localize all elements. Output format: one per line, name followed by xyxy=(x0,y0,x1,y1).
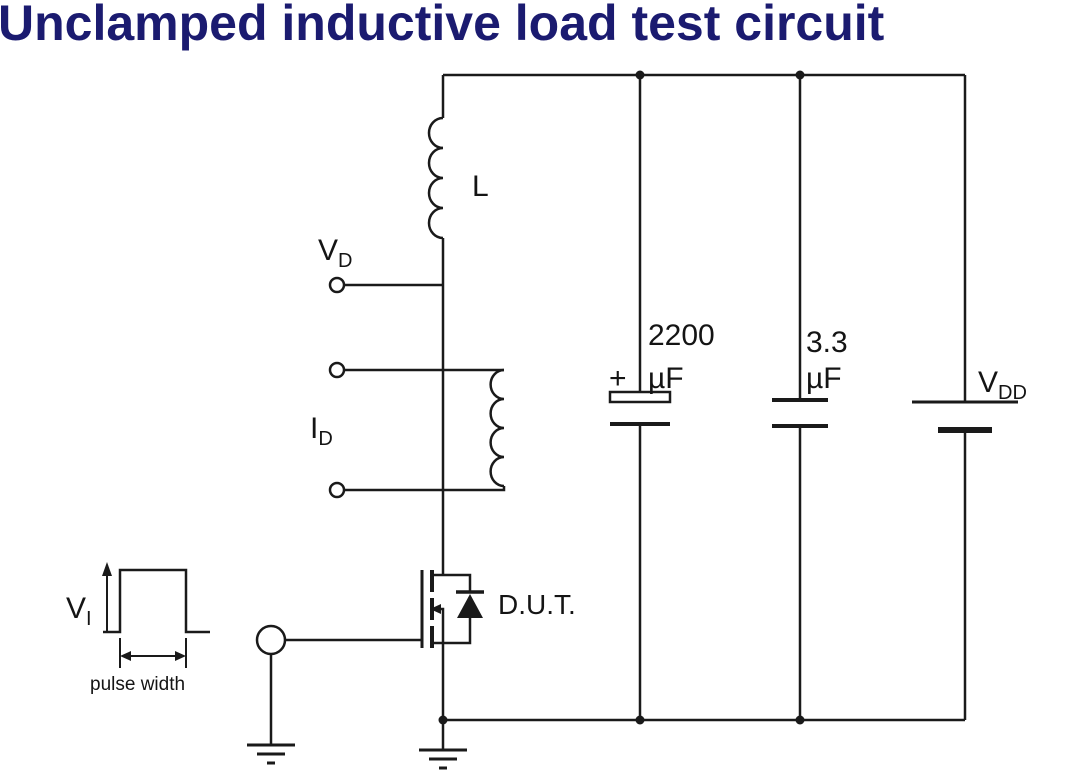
junction-dots xyxy=(438,70,805,725)
inductor-coil xyxy=(427,116,444,240)
body-diode-leads xyxy=(443,573,472,645)
cap1-unit-label: µF xyxy=(648,362,684,395)
junction-dot xyxy=(795,715,805,725)
cap-3p3uf-symbol xyxy=(772,398,828,428)
pulse-amplitude-arrowhead-icon xyxy=(102,562,112,576)
id-sense-wires xyxy=(344,368,506,492)
cap-2200uf-symbol xyxy=(608,390,672,426)
pulse-width-label: pulse width xyxy=(90,674,185,695)
pulse-gen-ground-icon xyxy=(247,743,295,765)
id-terminal-bottom-icon xyxy=(328,481,346,499)
cap1-plus-label: + xyxy=(609,362,627,395)
terminals xyxy=(255,276,346,656)
inductor-label: L xyxy=(472,170,489,203)
cap1-value-label: 2200 xyxy=(648,319,715,352)
junction-dot xyxy=(795,70,805,80)
pulse-width-right-arrowhead-icon xyxy=(175,651,186,661)
dut-label: D.U.T. xyxy=(498,589,576,620)
id-label: ID xyxy=(310,412,333,450)
vd-label: VD xyxy=(318,234,352,272)
page-title: Unclamped inductive load test circuit xyxy=(0,0,885,51)
mosfet-symbol xyxy=(420,570,484,648)
sense-coil xyxy=(489,368,505,488)
vi-waveform xyxy=(102,562,210,668)
vdd-label: VDD xyxy=(978,366,1027,404)
id-terminal-top-icon xyxy=(328,361,346,379)
pulse-width-markers xyxy=(119,638,187,668)
pulse-generator-icon xyxy=(255,624,287,656)
body-diode-triangle-icon xyxy=(457,594,483,618)
vi-label: VI xyxy=(66,592,92,630)
dut-ground-icon xyxy=(419,748,467,770)
cap2-value-label: 3.3 xyxy=(806,326,848,359)
mosfet-body-arrow-icon xyxy=(430,604,441,614)
grounds xyxy=(247,743,467,770)
pulse-width-left-arrowhead-icon xyxy=(120,651,131,661)
wires xyxy=(269,73,967,750)
junction-dot xyxy=(438,715,448,725)
junction-dot xyxy=(635,70,645,80)
junction-dot xyxy=(635,715,645,725)
pulse-shape xyxy=(103,568,210,634)
cap1-positive-plate xyxy=(608,390,672,404)
battery-vdd-symbol xyxy=(912,400,1018,433)
vd-terminal-icon xyxy=(328,276,346,294)
cap2-unit-label: µF xyxy=(806,362,842,395)
body-diode xyxy=(443,573,484,645)
